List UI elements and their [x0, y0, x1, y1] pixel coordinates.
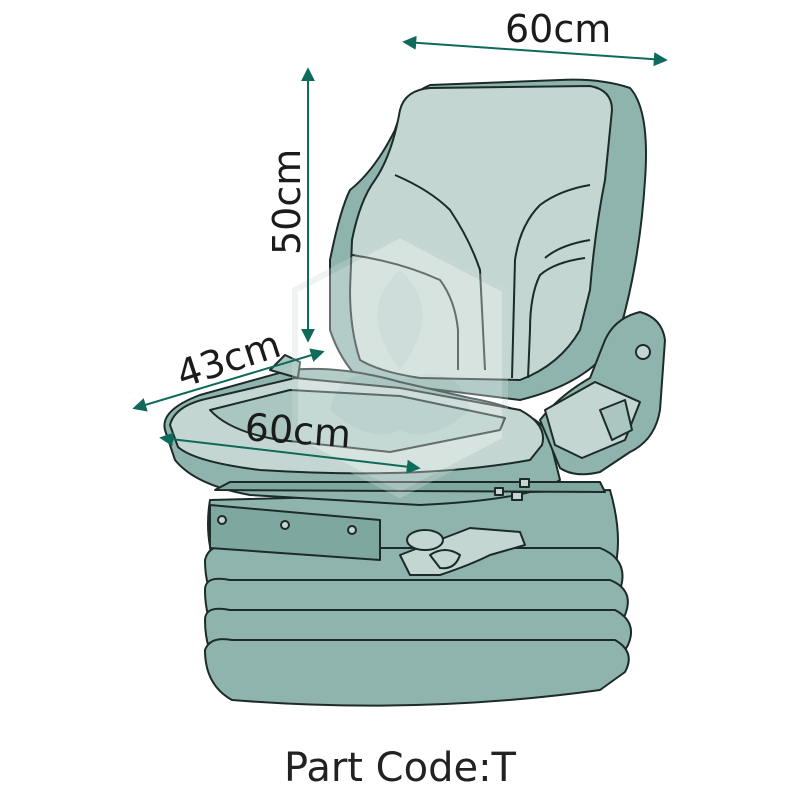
- backrest: [329, 78, 647, 401]
- part-code-label: Part Code:T: [284, 745, 516, 791]
- watermark-logo: [292, 231, 508, 499]
- dimension-lines: [132, 35, 668, 474]
- seat-depth-arrow: [132, 348, 325, 412]
- seat-width-arrow: [159, 432, 421, 474]
- armrest: [539, 311, 666, 476]
- seat-width-label: 60cm: [243, 405, 352, 456]
- backrest-width-arrow: [402, 35, 668, 67]
- suspension-base: [204, 489, 632, 707]
- backrest-height-label: 50cm: [265, 149, 309, 255]
- backrest-width-label: 60cm: [505, 7, 611, 51]
